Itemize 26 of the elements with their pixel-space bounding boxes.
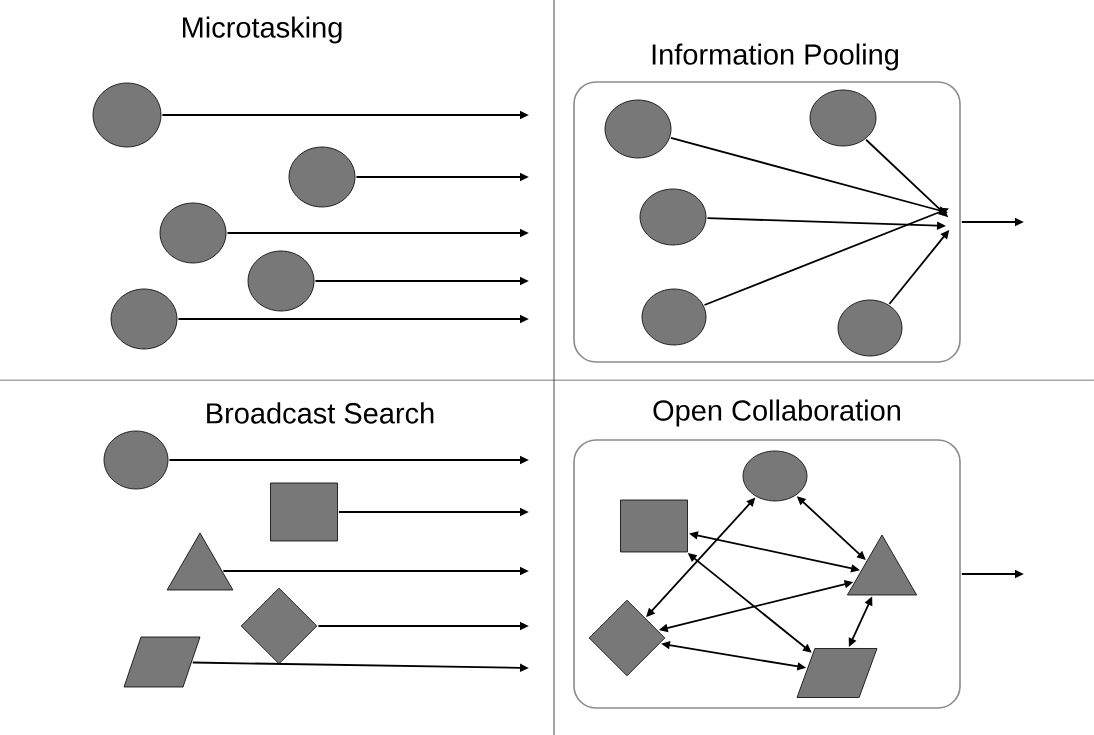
circle-shape [604, 99, 672, 159]
group-box [573, 439, 961, 709]
diamond-shape [240, 587, 318, 665]
circle-shape [103, 430, 169, 490]
section-heading: Microtasking [183, 16, 342, 44]
circle-shape [288, 146, 356, 208]
circle-shape [159, 202, 227, 264]
circle-shape [110, 288, 178, 350]
triangle-shape [166, 532, 234, 591]
circle-shape [837, 299, 903, 357]
circle-shape [92, 82, 162, 148]
square-shape [270, 482, 338, 542]
circle-shape [742, 450, 808, 502]
parallelogram-shape [796, 648, 878, 698]
diamond-shape [588, 599, 666, 677]
group-box [573, 81, 961, 363]
triangle-shape [846, 534, 918, 596]
section-heading: Information Pooling [652, 43, 898, 71]
parallelogram-shape [123, 636, 201, 688]
circle-shape [809, 89, 877, 147]
circle-shape [639, 188, 707, 246]
square-shape [620, 499, 688, 553]
circle-shape [641, 288, 707, 346]
section-heading: Broadcast Search [207, 402, 434, 424]
section-heading: Open Collaboration [653, 399, 900, 427]
circle-shape [247, 250, 315, 312]
